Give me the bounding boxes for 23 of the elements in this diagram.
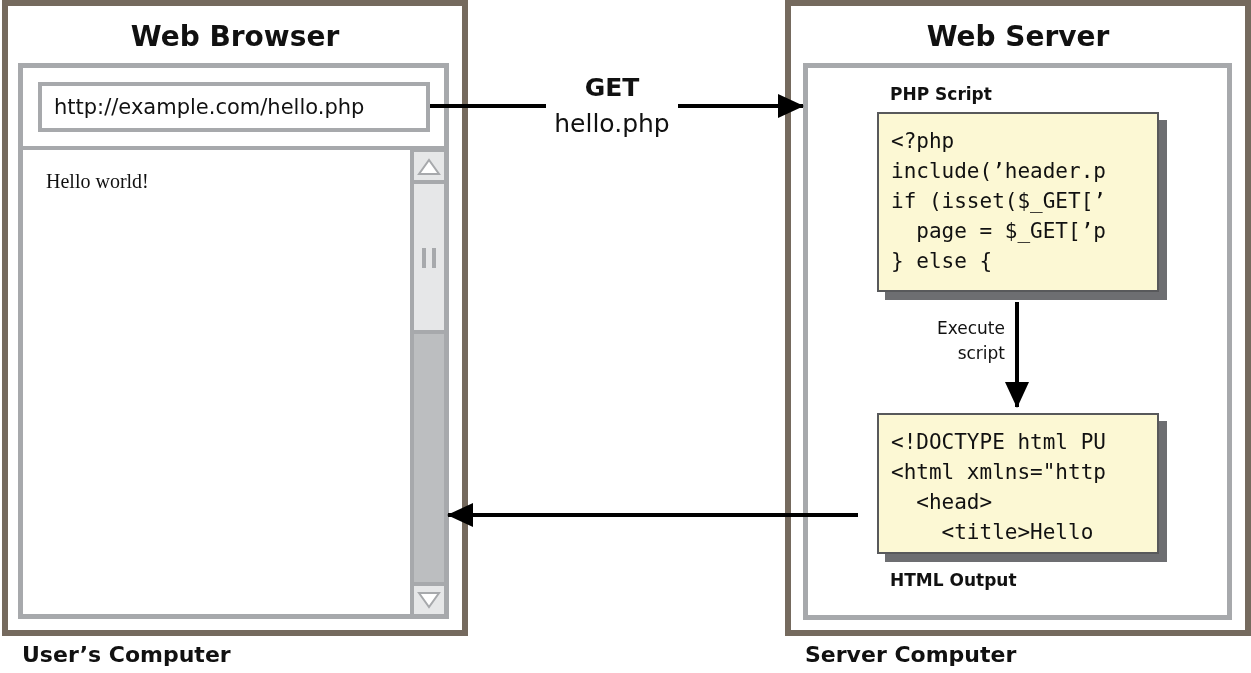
page-text: Hello world!: [46, 170, 149, 193]
code-line: page = $_GET[’p: [915, 218, 1106, 245]
code-line: } else {: [891, 248, 993, 275]
url-text: http://example.com/hello.php: [54, 95, 365, 119]
address-bar: [38, 82, 430, 132]
computer-label: Server Computer: [805, 642, 1017, 667]
frame-title: Web Browser: [129, 20, 341, 53]
frame-title: Web Server: [925, 20, 1111, 53]
code-line: <!DOCTYPE html PU: [891, 429, 1106, 456]
code-line: <title>Hello: [940, 519, 1094, 546]
box-caption: HTML Output: [890, 570, 1017, 590]
arrow: [1005, 302, 1029, 408]
code-line: include(’header.p: [891, 158, 1106, 185]
computer-label: User’s Computer: [22, 642, 231, 667]
server-panel: [803, 63, 1232, 620]
code-line: <head>: [915, 489, 993, 516]
code-line: <?php: [891, 128, 955, 155]
code-line: if (isset($_GET[’: [891, 188, 1106, 215]
server-frame: [785, 0, 1251, 636]
box-heading: PHP Script: [890, 84, 992, 104]
code-line: <html xmlns="http: [891, 459, 1106, 486]
arrow: [447, 503, 858, 527]
browser-window-frame: [2, 0, 468, 636]
